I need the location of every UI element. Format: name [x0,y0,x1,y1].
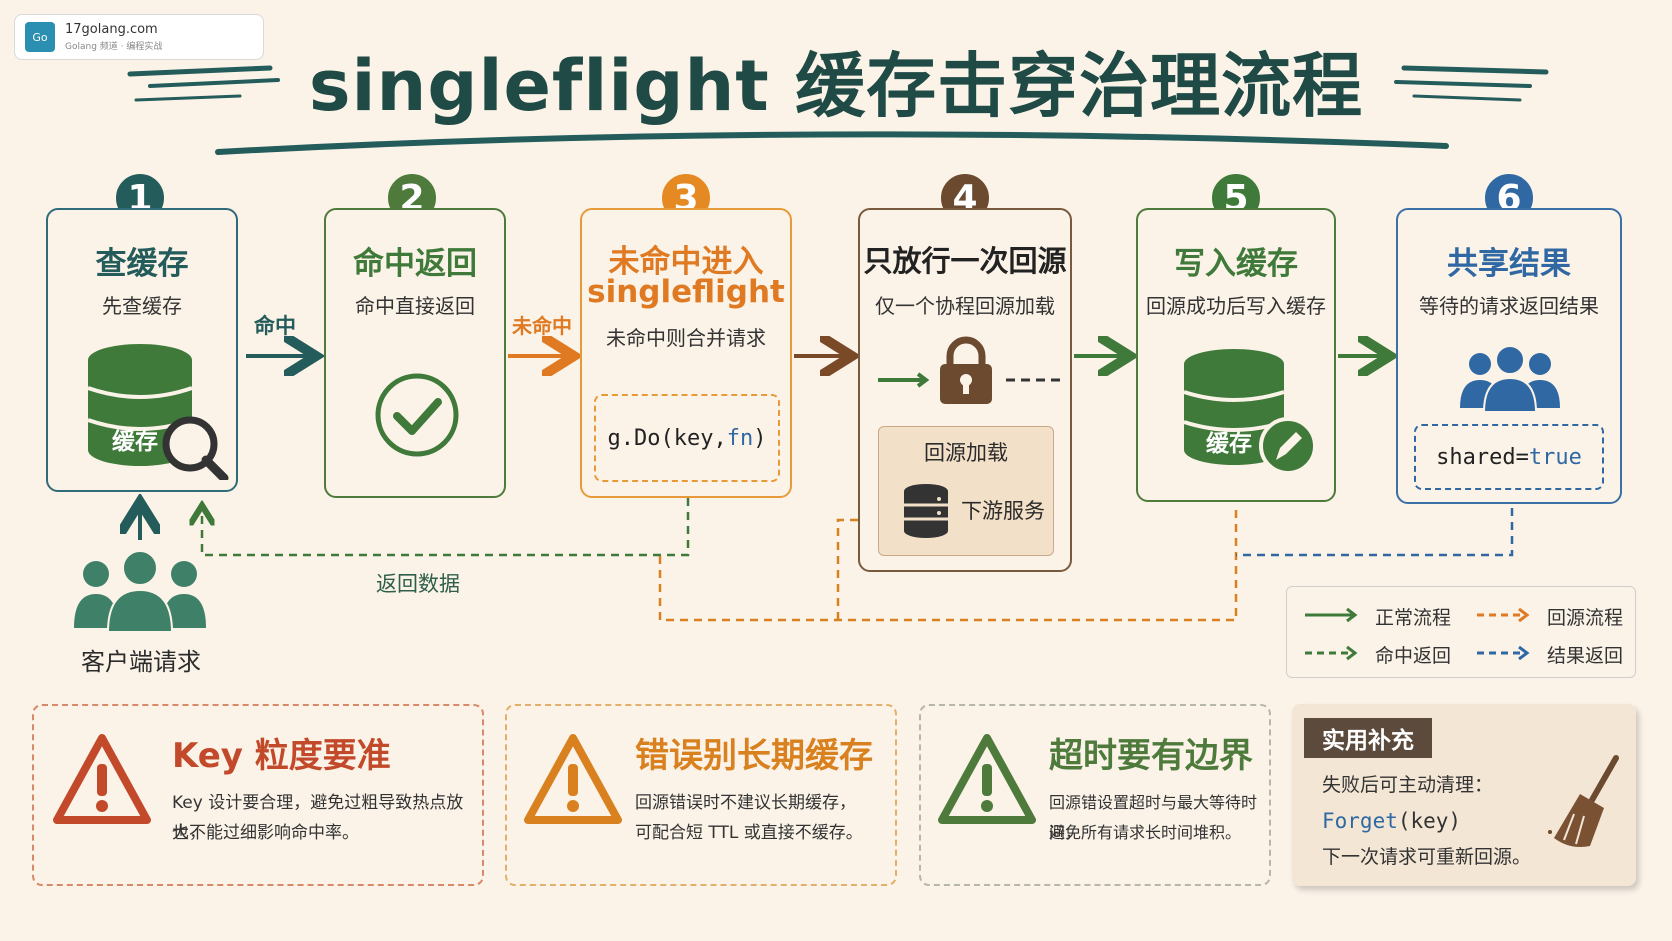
broom-icon [1548,755,1619,847]
step-2-title: 命中返回 [353,246,477,282]
step-6-title: 共享结果 [1447,246,1571,282]
note-forget-arg: (key) [1397,809,1462,833]
check-circle-icon [375,373,459,457]
note-forget-code: Forget(key) [1322,804,1461,838]
step-1-cache-label: 缓存 [112,429,158,455]
tip-2-line2: 可配合短 TTL 或直接不缓存。 [635,823,863,843]
fetch-panel-title: 回源加载 [924,441,1008,465]
note-forget-fn: Forget [1322,809,1398,833]
code-close: ) [753,425,767,451]
legend-normal-flow: 正常流程 [1375,607,1452,629]
cache-write-icon [1183,349,1317,475]
tip-1-title: Key 粒度要准 [172,736,391,776]
tip-timeout-bound: 超时要有边界 回源错设置超时与最大等待时间， 避免所有请求长时间堆积。 [919,704,1271,886]
shared-true-code: shared=true [1414,424,1604,490]
step-1-card: 查缓存 先查缓存 缓存 [46,208,238,492]
warning-icon [938,734,1036,824]
tip-1-line1: Key 设计要合理，避免过粗导致热点放大， [172,793,464,843]
step-3-card: 未命中进入 singleflight 未命中则合并请求 g.Do(key, fn… [580,208,792,498]
note-badge: 实用补充 [1304,718,1432,758]
step-3-title: 未命中进入 [608,244,764,280]
legend: 正常流程 回源流程 命中返回 结果返回 [1286,586,1636,678]
site-tagline: Golang 频道 · 编程实战 [65,42,163,52]
arrow-label-return-data: 返回数据 [376,572,460,596]
tip-error-caching: 错误别长期缓存 回源错误时不建议长期缓存， 可配合短 TTL 或直接不缓存。 [505,704,897,886]
step-5-subtitle: 回源成功后写入缓存 [1146,294,1326,318]
code-fn-arg: fn [726,425,754,451]
tip-key-granularity: Key 粒度要准 Key 设计要合理，避免过粗导致热点放大， 也不能过细影响命中… [32,704,484,886]
singleflight-do-code: g.Do(key, fn) [594,394,780,482]
tip-3-line1: 回源错设置超时与最大等待时间， [1049,793,1258,842]
flow-connectors [0,0,1514,622]
legend-fetch-flow: 回源流程 [1547,607,1624,629]
site-logo: Go [25,22,55,52]
legend-hit-return: 命中返回 [1375,645,1452,667]
step-6-card: 共享结果 等待的请求返回结果 shared=true [1396,208,1622,504]
step-2-card: 命中返回 命中直接返回 [324,208,506,498]
step-1-title: 查缓存 [95,246,189,282]
tip-2-title: 错误别长期缓存 [635,736,873,776]
client-label: 客户端请求 [81,648,201,676]
legend-lines [1305,607,1530,661]
title-brush-strokes [127,65,1549,155]
downstream-service-label: 下游服务 [961,499,1045,523]
code-shared: shared= [1436,444,1529,470]
note-line1: 失败后可主动清理： [1322,774,1494,796]
tip-1-line2: 也不能过细影响命中率。 [172,823,359,843]
step-4-title: 只放行一次回源 [863,244,1067,278]
tip-3-title: 超时要有边界 [1049,736,1253,776]
site-name: 17golang.com [65,22,158,37]
client-users-icon [74,550,206,632]
step-5-card: 写入缓存 回源成功后写入缓存 缓存 [1136,208,1336,502]
tip-2-line1: 回源错误时不建议长期缓存， [635,793,856,813]
warning-icon [53,734,151,824]
step-4-subtitle: 仅一个协程回源加载 [875,294,1055,318]
step-3-subtitle: 未命中则合并请求 [606,326,766,350]
arrow-label-miss: 未命中 [512,314,572,338]
fetch-panel: 回源加载 下游服务 [878,426,1054,556]
step-5-title: 写入缓存 [1174,246,1298,282]
code-call: g.Do(key, [607,425,727,451]
arrow-label-hit: 命中 [254,314,296,338]
step-1-subtitle: 先查缓存 [102,294,182,318]
tip-3-line2: 避免所有请求长时间堆积。 [1049,823,1242,842]
warning-icon [524,734,622,824]
cache-search-icon [87,344,229,480]
page-title: singleflight 缓存击穿治理流程 [308,45,1364,127]
users-group-icon [1460,346,1560,413]
lock-icon [878,336,1062,404]
practical-note: 实用补充 失败后可主动清理： Forget(key) 下一次请求可重新回源。 [1292,704,1636,886]
step-2-subtitle: 命中直接返回 [355,294,475,318]
step-4-card: 只放行一次回源 仅一个协程回源加载 回源加载 下游服务 [858,208,1072,572]
legend-result-return: 结果返回 [1547,645,1624,667]
step-5-cache-label: 缓存 [1206,431,1252,457]
watermark: Go 17golang.com Golang 频道 · 编程实战 [14,14,264,60]
step-6-subtitle: 等待的请求返回结果 [1419,294,1599,318]
server-icon [904,484,948,538]
note-line3: 下一次请求可重新回源。 [1322,846,1532,868]
step-3-title-line2: singleflight [587,274,785,310]
code-true: true [1528,444,1582,470]
